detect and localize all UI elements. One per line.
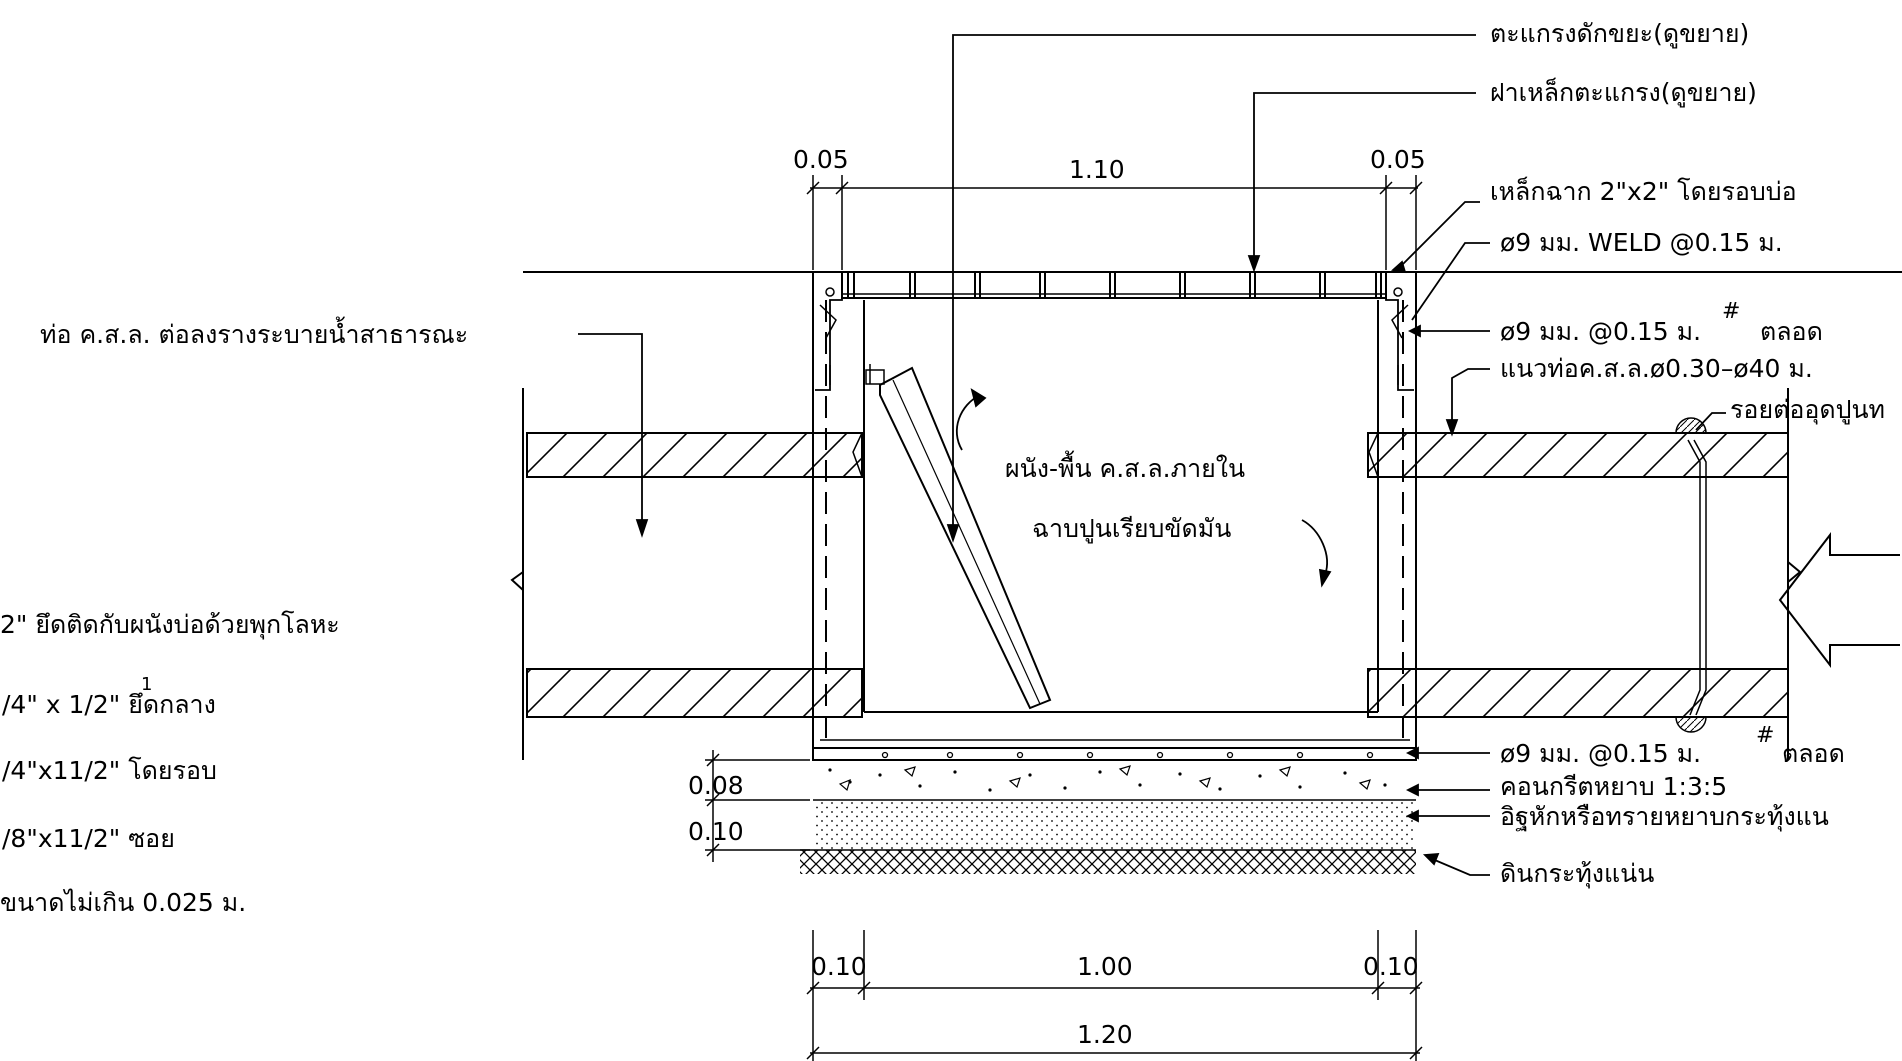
dim-bottom-total: 1.20	[1077, 1020, 1133, 1049]
label-rebar-bottom: ø9 มม. @0.15 ม.	[1500, 739, 1701, 768]
label-soil: ดินกระทุ้งแน่น	[1500, 859, 1654, 889]
label-pipe-line: แนวท่อค.ส.ล.ø0.30–ø40 ม.	[1500, 354, 1813, 383]
left-note-2-superscript: 1	[141, 674, 152, 695]
flow-direction-arrow	[1778, 532, 1900, 668]
label-grating: ตะแกรงดักขยะ(ดูขยาย)	[1490, 19, 1749, 49]
left-note-1: 2" ยึดติดกับผนังบ่อด้วยพุกโลหะ	[0, 610, 340, 640]
dim-layer-2: 0.10	[688, 817, 744, 846]
label-joint: รอยต่ออุดปูนท	[1730, 395, 1885, 425]
trash-screen	[865, 364, 1052, 710]
basin-structure	[800, 272, 1417, 874]
left-note-4: /8"x11/2" ซอย	[2, 824, 175, 853]
dim-bottom-right: 0.10	[1363, 952, 1419, 981]
label-gravel: อิฐหักหรือทรายหยาบกระทุ้งแน	[1500, 802, 1829, 832]
label-pipe-left: ท่อ ค.ส.ล. ต่อลงรางระบายน้ำสาธารณะ	[40, 316, 468, 349]
dim-top-left: 0.05	[793, 145, 849, 174]
dim-bottom-mid: 1.00	[1077, 952, 1133, 981]
label-rebar-bottom-hash: #	[1756, 723, 1774, 748]
label-lean-concrete: คอนกรีตหยาบ 1:3:5	[1500, 772, 1727, 801]
left-pipe	[510, 388, 863, 760]
label-rebar-top-hash: #	[1722, 299, 1740, 324]
dim-bottom-left: 0.10	[811, 952, 867, 981]
dimension-lines	[705, 175, 1423, 1061]
grating-cover	[815, 271, 1414, 391]
left-note-3: /4"x11/2" โดยรอบ	[2, 756, 217, 785]
label-rebar-top: ø9 มม. @0.15 ม.	[1500, 317, 1701, 346]
dim-top-right: 0.05	[1370, 145, 1426, 174]
left-note-2: /4" x 1/2" ยึดกลาง	[2, 690, 216, 719]
leaders	[578, 34, 1726, 876]
label-angle-steel: เหล็กฉาก 2"x2" โดยรอบบ่อ	[1490, 176, 1797, 206]
dim-layer-1: 0.08	[688, 771, 744, 800]
label-weld: ø9 มม. WELD @0.15 ม.	[1500, 228, 1783, 257]
dim-top-mid: 1.10	[1069, 155, 1125, 184]
label-grating-cover: ฝาเหล็กตะแกรง(ดูขยาย)	[1490, 77, 1757, 108]
label-wall-line1: ผนัง-พื้น ค.ส.ล.ภายใน	[1005, 450, 1245, 483]
label-wall-line2: ฉาบปูนเรียบขัดมัน	[1032, 514, 1231, 544]
label-rebar-bottom-suffix: ตลอด	[1782, 739, 1845, 768]
right-pipe	[1367, 388, 1900, 760]
left-note-5: ขนาดไม่เกิน 0.025 ม.	[0, 888, 246, 917]
label-rebar-top-suffix: ตลอด	[1760, 317, 1823, 346]
